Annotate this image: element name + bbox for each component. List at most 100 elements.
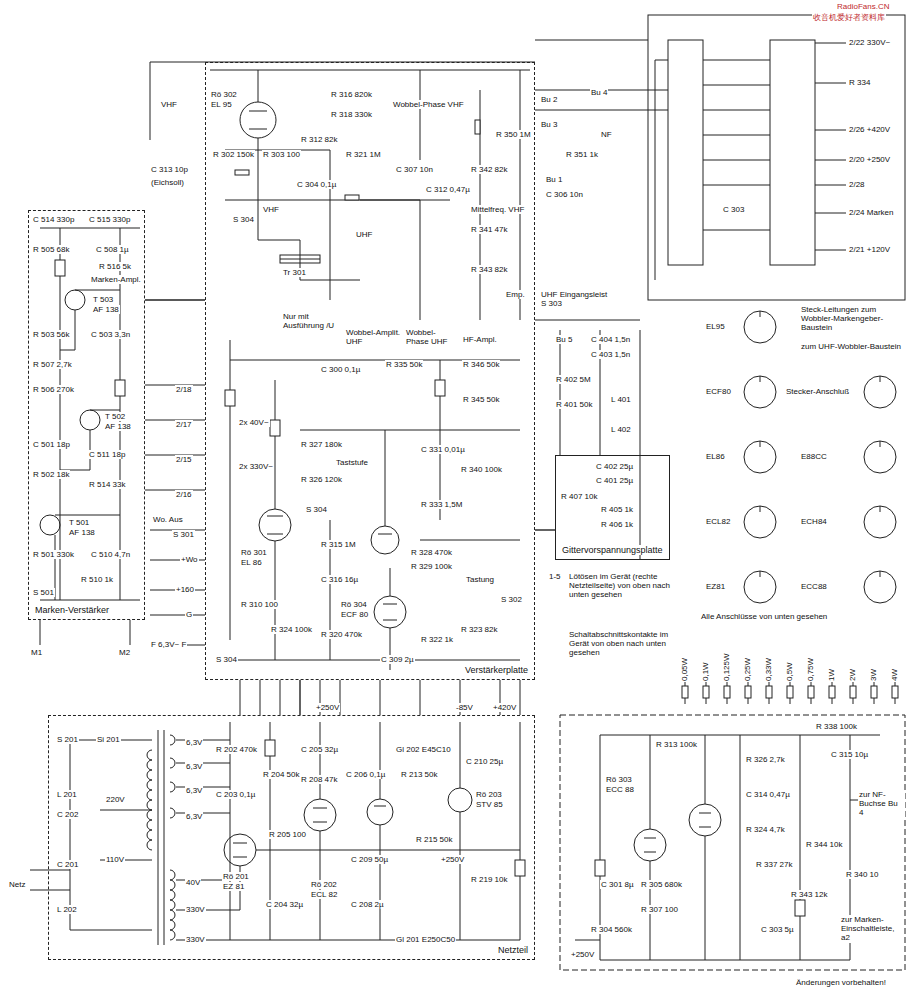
component-label: C 309 2µ [380,655,415,664]
component-label: 2x 330V~ [238,462,274,471]
component-label: 6,3V [185,762,203,771]
component-label: C 203 0,1µ [215,790,256,799]
component-label: R 315 1M [320,540,357,549]
component-label: 4W [890,668,899,682]
component-label: Bu 2 [540,95,558,104]
component-label: Lötösen im Gerät (rechte Netzteilseite) … [568,572,678,600]
component-label: Stecker-Anschluß [785,387,850,396]
component-label: 0,25W [743,657,752,682]
component-label: 330V [185,935,206,944]
component-label: R 333 1,5M [420,500,463,509]
component-label: ECC88 [800,582,828,591]
component-label: R 318 330k [330,110,373,119]
component-label: Rö 201 [222,872,250,881]
component-label: R 341 47k [470,225,508,234]
component-label: +250V [570,950,595,959]
component-label: R 335 50k [385,360,423,369]
component-label: AF 138 [104,422,132,431]
component-label: R 326 120k [300,475,343,484]
component-label: Nur mit Ausführung /U [282,312,344,330]
component-label: R 313 100k [655,740,698,749]
component-label: 0,33W [764,657,773,682]
component-label: R 506 270k [32,385,75,394]
component-label: S 304 [215,655,238,664]
component-label: S 302 [500,595,523,604]
component-label: EZ81 [705,582,726,591]
component-label: R 205 100 [268,830,307,839]
component-label: -85V [455,703,474,712]
component-label: C 301 8µ [600,880,635,889]
component-label: C 300 0,1µ [320,365,361,374]
component-label: R 501 330k [32,550,75,559]
component-label: T 501 [68,518,90,527]
component-label: 0,1W [701,661,710,682]
component-label: AF 138 [92,305,120,314]
component-label: Taststufe [335,458,369,467]
board-title: Gittervorspannungsplatte [560,545,665,555]
component-label: EL 95 [210,100,233,109]
component-label: AF 138 [68,528,96,537]
component-label: Steck-Leitungen zum Wobbler-Markengeber-… [800,305,902,333]
tube-symbol [374,596,406,628]
component-label: R 503 56k [32,330,70,339]
component-label: S 304 [305,505,328,514]
component-label: C 402 25µ [595,462,634,471]
component-label: 6,3V [185,812,203,821]
component-label: RadioFans.CN [836,2,890,11]
tube-symbol [240,102,276,138]
component-label: R 406 1k [600,520,634,529]
component-label: Wobbel-Phase UHF [405,328,459,346]
component-label: 1-5 [548,572,562,581]
component-label: C 205 32µ [300,745,339,754]
component-label: UHF [355,230,373,239]
component-label: 0,05W [680,657,689,682]
component-label: ECL 82 [310,890,338,899]
component-label: C 503 3,3n [90,330,131,339]
component-label: 2/21 +120V [848,245,891,254]
component-label: C 306 10n [545,190,584,199]
component-label: F 6,3V~ F [150,640,187,649]
component-label: C 204 32µ [265,900,304,909]
component-label: +250V [440,855,465,864]
component-label: R 340 10 [845,870,879,879]
board-title: Netzteil [496,945,530,955]
component-label: R 346 50k [462,360,500,369]
component-label: ECF80 [705,387,732,396]
tube-symbol [448,788,472,812]
component-label: zur Marken-Einschaltleiste, a2 [840,915,904,943]
connector-box [648,15,905,300]
component-label: C 404 1,5n [590,335,631,344]
component-label: 2/18 [175,385,193,394]
component-label: R 343 82k [470,265,508,274]
component-label: +250V [315,703,340,712]
component-label: Emp. [505,290,526,299]
component-label: R 302 150k [212,150,255,159]
component-label: C 511 18p [88,450,126,459]
component-label: R 316 820k [330,90,373,99]
transistor-symbol [65,290,85,310]
component-label: R 312 82k [300,135,338,144]
component-label: R 307 100 [640,905,679,914]
component-label: R 320 470k [320,630,363,639]
component-label: 110V [105,855,125,864]
component-label: R 329 100k [410,562,453,571]
component-label: 220V [105,795,126,804]
component-label: R 338 100k [815,722,858,731]
component-label: 2/20 +250V [848,155,891,164]
tube-symbol [259,509,291,541]
component-label: G [185,610,193,619]
component-label: R 326 2,7k [745,755,786,764]
component-label: R 516 5k [98,262,132,271]
transformer-symbol [280,255,320,263]
component-label: EL86 [705,452,726,461]
component-label: Änderungen vorbehalten! [795,978,887,987]
component-label: R 334 [848,78,871,87]
component-label: S 501 [32,588,55,597]
bus-wire [299,680,300,715]
component-label: Bu 3 [540,120,558,129]
wires [210,70,530,670]
component-label: C 304 0,1µ [296,180,337,189]
component-label: Gl 202 E45C10 [395,745,452,754]
component-label: EL95 [705,322,726,331]
component-label: C 210 25µ [465,757,504,766]
